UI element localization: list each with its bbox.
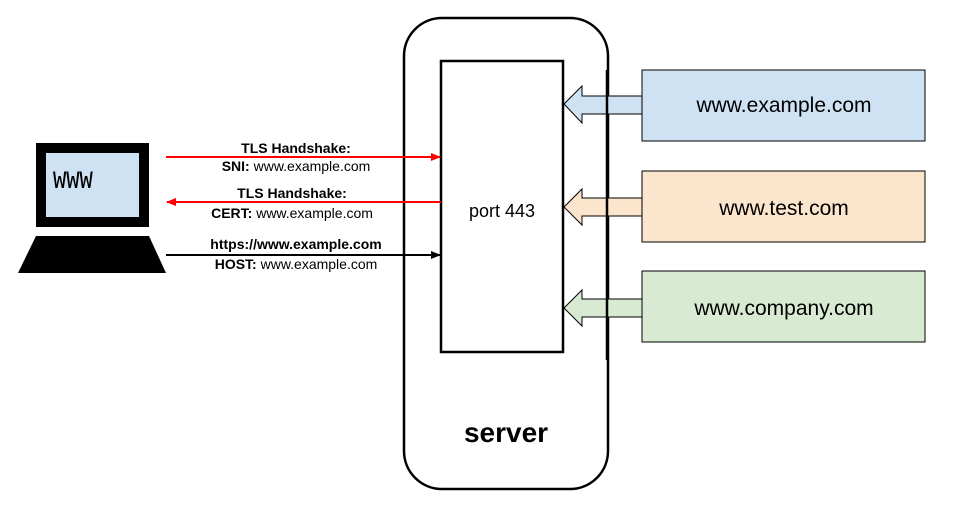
site-label: www.test.com: [718, 197, 849, 220]
site-box: [641, 170, 926, 243]
message-key: HOST:: [215, 256, 257, 272]
message-title: TLS Handshake:: [241, 140, 351, 156]
site-label: www.company.com: [693, 297, 873, 320]
message-value: www.example.com: [257, 256, 378, 272]
message-title: TLS Handshake:: [237, 185, 347, 201]
laptop-keyboard: [18, 236, 166, 273]
site-company: www.company.com: [563, 270, 926, 343]
message-value: www.example.com: [252, 205, 373, 221]
message-title: https://www.example.com: [210, 236, 381, 252]
message-detail: CERT: www.example.com: [211, 205, 373, 221]
port-label: port 443: [469, 201, 535, 221]
message-value: www.example.com: [250, 158, 371, 174]
site-example: www.example.com: [563, 69, 926, 142]
site-label: www.example.com: [695, 94, 871, 117]
message-key: CERT:: [211, 205, 252, 221]
site-box: [641, 270, 926, 343]
message-key: SNI:: [222, 158, 250, 174]
laptop-icon: WWW: [18, 143, 166, 273]
server-label: server: [464, 417, 548, 448]
message-detail: HOST: www.example.com: [215, 256, 378, 272]
laptop-screen: [46, 153, 139, 217]
port-box: [439, 59, 565, 354]
site-test: www.test.com: [563, 170, 926, 243]
site-box: [641, 69, 926, 142]
message-detail: SNI: www.example.com: [222, 158, 371, 174]
screen-text: WWW: [53, 169, 93, 194]
